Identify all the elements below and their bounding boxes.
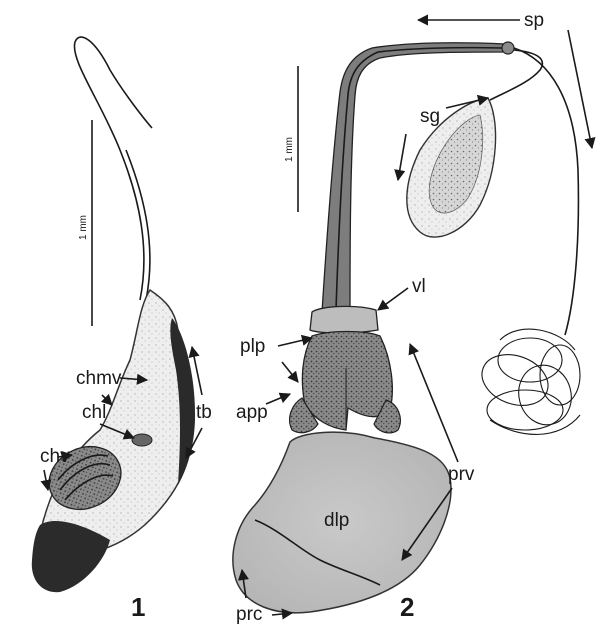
panel-1-chl-body xyxy=(132,434,152,446)
panel-2-duct-knob xyxy=(502,42,514,54)
label-chmv: chmv xyxy=(76,368,122,389)
panel-1-scale-bar: 1 mm xyxy=(78,120,92,326)
panel-1-body xyxy=(41,290,192,556)
panel-2-sg-thread xyxy=(490,50,542,100)
label-tb: tb xyxy=(196,402,212,423)
panel-2-flagellum xyxy=(514,48,578,335)
panel-2-scale-label: 1 mm xyxy=(284,137,295,162)
panel-2-number: 2 xyxy=(400,592,414,622)
label-prv: prv xyxy=(448,464,475,485)
panel-1-flagellum xyxy=(74,37,152,300)
panel-2-coil xyxy=(475,329,580,434)
label-dlp: dlp xyxy=(324,510,349,531)
panel-2-collar xyxy=(310,306,378,333)
label-app: app xyxy=(236,402,268,423)
label-plp: plp xyxy=(240,336,265,357)
label-chl: chl xyxy=(82,402,106,423)
label-vl: vl xyxy=(412,276,426,297)
panel-1-number: 1 xyxy=(131,592,145,622)
label-sp: sp xyxy=(524,10,544,31)
label-prc: prc xyxy=(236,604,262,625)
label-sg: sg xyxy=(420,106,440,127)
panel-1 xyxy=(32,37,195,592)
panel-2 xyxy=(233,42,580,613)
panel-1-scale-label: 1 mm xyxy=(78,215,89,240)
panel-1-duct-inner xyxy=(126,150,150,300)
panel-2-scale-bar: 1 mm xyxy=(284,66,298,212)
